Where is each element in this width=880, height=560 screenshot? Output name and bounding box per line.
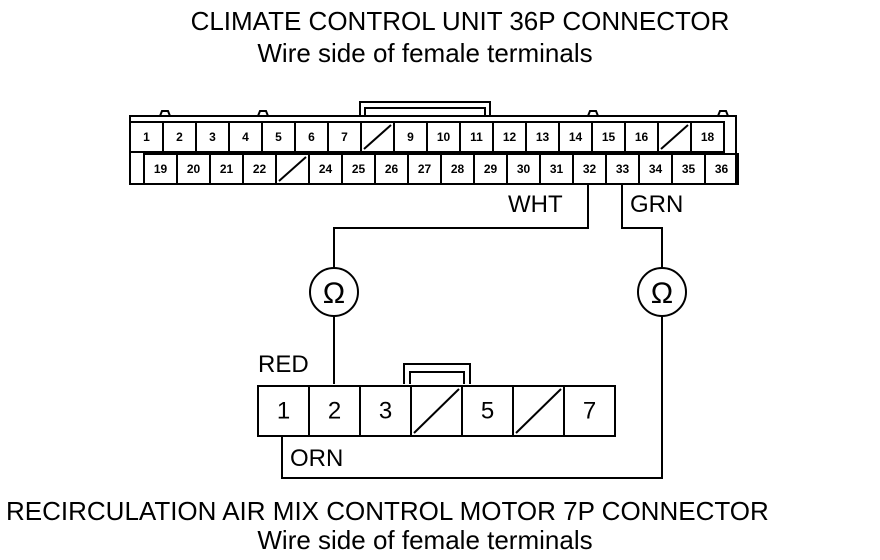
terminal-number: 36	[715, 162, 729, 176]
terminal-number: 25	[352, 162, 366, 176]
terminal-number: 4	[242, 130, 249, 144]
terminal-number: 29	[484, 162, 498, 176]
top-connector-latch	[359, 101, 491, 116]
terminal-number: 7	[341, 130, 348, 144]
terminal-number: 34	[649, 162, 663, 176]
ohmmeter-left-circle	[309, 267, 359, 317]
terminal-number: 5	[481, 398, 494, 425]
terminal-number: 11	[470, 130, 483, 144]
terminal-number: 19	[154, 162, 168, 176]
terminal-number: 1	[277, 398, 290, 425]
terminal-number: 14	[569, 130, 583, 144]
terminal-cell	[690, 121, 725, 153]
terminal-number: 32	[583, 162, 597, 176]
terminal-number: 30	[517, 162, 531, 176]
top-connector-row2: 19 20 21 22 24 25 26 27 28 29 30 31 32 33 34 35 36	[143, 153, 739, 185]
wire-label-orn: ORN	[290, 445, 343, 472]
recirculation-motor-7p-connector	[403, 363, 471, 384]
bottom-connector-subtitle: Wire side of female terminals	[257, 525, 592, 555]
terminal-number: 26	[385, 162, 399, 176]
bottom-connector-latch	[403, 363, 471, 384]
terminal-number: 7	[583, 398, 596, 425]
unused-terminal-slash	[363, 124, 392, 150]
unused-terminal-slash	[660, 124, 689, 150]
terminal-cell	[563, 385, 616, 437]
top-connector-title: CLIMATE CONTROL UNIT 36P CONNECTOR	[191, 6, 730, 36]
bottom-connector-title: RECIRCULATION AIR MIX CONTROL MOTOR 7P C…	[6, 496, 769, 526]
terminal-cell	[704, 153, 739, 185]
unused-terminal-slash	[515, 388, 562, 434]
unused-terminal-slash	[413, 388, 460, 434]
ohmmeter-left: Ω	[309, 267, 359, 317]
terminal-number: 5	[275, 130, 282, 144]
terminal-number: 21	[220, 162, 234, 176]
wire-grn	[621, 184, 663, 268]
bottom-connector-pins: 1 2 3 5 7	[257, 385, 616, 437]
terminal-number: 18	[701, 130, 715, 144]
top-connector-notch-left	[159, 110, 171, 117]
top-connector-notch-far-right	[717, 110, 729, 117]
wire-label-wht: WHT	[508, 191, 563, 218]
top-connector-notch-mid	[257, 110, 269, 117]
terminal-number: 28	[451, 162, 465, 176]
wire-label-red: RED	[258, 351, 309, 378]
terminal-number: 35	[682, 162, 696, 176]
terminal-number: 16	[635, 130, 649, 144]
wires	[281, 184, 663, 479]
terminal-number: 9	[407, 130, 414, 144]
terminal-number: 27	[418, 162, 432, 176]
ohm-icon: Ω	[323, 277, 345, 310]
terminal-number: 22	[253, 162, 267, 176]
terminal-number: 3	[209, 130, 216, 144]
wire-wht	[333, 184, 589, 268]
top-connector-notch-right	[587, 110, 599, 117]
terminal-number: 31	[550, 162, 564, 176]
terminal-number: 3	[379, 398, 392, 425]
terminal-number: 24	[319, 162, 333, 176]
ohm-icon: Ω	[651, 277, 673, 310]
ohmmeter-right: Ω	[637, 267, 687, 317]
terminal-number: 12	[503, 130, 517, 144]
terminal-number: 20	[187, 162, 201, 176]
terminal-number: 2	[176, 130, 183, 144]
ohmmeter-right-circle	[637, 267, 687, 317]
top-connector-subtitle: Wire side of female terminals	[257, 38, 592, 68]
terminal-number: 2	[328, 398, 341, 425]
unused-terminal-slash	[278, 156, 307, 182]
terminal-number: 33	[616, 162, 630, 176]
terminal-number: 15	[602, 130, 616, 144]
wire-orn	[281, 316, 663, 479]
terminal-number: 10	[437, 130, 451, 144]
terminal-number: 6	[308, 130, 315, 144]
terminal-number: 13	[536, 130, 550, 144]
wire-label-grn: GRN	[630, 191, 683, 218]
terminal-number: 1	[143, 130, 150, 144]
